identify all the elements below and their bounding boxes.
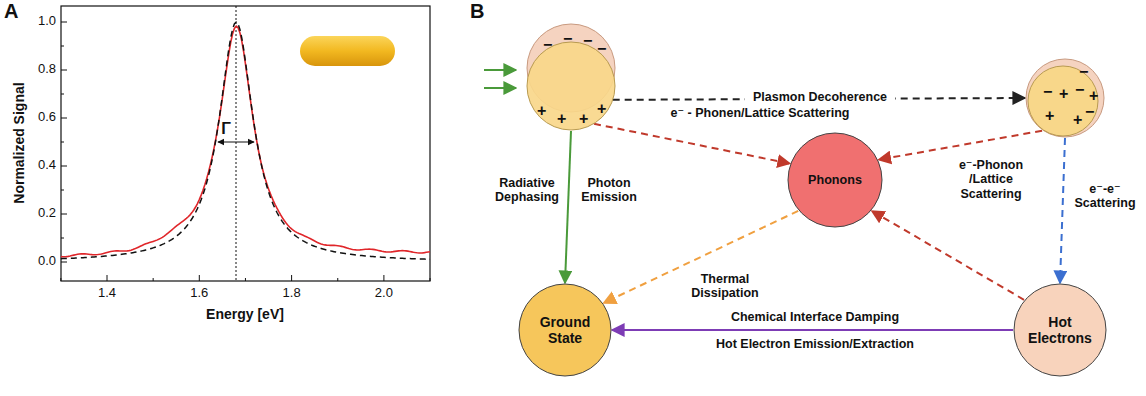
positive-charge: + bbox=[1045, 108, 1054, 124]
axis-ticks bbox=[61, 22, 430, 281]
tick-label: 1.0 bbox=[22, 14, 56, 29]
ion-lattice bbox=[527, 42, 615, 130]
negative-charge: − bbox=[563, 31, 572, 47]
y-tick bbox=[61, 94, 64, 95]
process-label: Photon Emission bbox=[577, 176, 641, 205]
tick-label: 1.8 bbox=[272, 286, 312, 301]
positive-charge: + bbox=[557, 111, 566, 127]
tick-label: 0.0 bbox=[22, 254, 56, 269]
negative-charge: − bbox=[1079, 64, 1088, 80]
y-tick bbox=[61, 166, 67, 167]
y-tick bbox=[61, 46, 64, 47]
connector bbox=[612, 329, 1013, 331]
circle-outline bbox=[1014, 284, 1106, 376]
x-tick bbox=[245, 278, 246, 281]
dephased-plasmon: −−+−+++− bbox=[1025, 58, 1105, 138]
panel-letter: B bbox=[470, 0, 492, 23]
negative-charge: − bbox=[1043, 84, 1052, 100]
tick-label: 1.4 bbox=[87, 286, 127, 301]
axis-title: Normalized Signal bbox=[11, 68, 27, 218]
plot-frame bbox=[61, 6, 430, 281]
state-circle: Ground State bbox=[518, 283, 612, 377]
measured-spectrum bbox=[61, 26, 430, 256]
positive-charge: + bbox=[1059, 86, 1068, 102]
connector-label: e⁻-Phonon /Lattice Scattering bbox=[945, 158, 1037, 201]
positive-charge: + bbox=[597, 101, 606, 117]
x-tick bbox=[291, 275, 292, 281]
positive-charge: + bbox=[1089, 88, 1098, 104]
x-tick bbox=[430, 278, 431, 281]
y-tick bbox=[61, 262, 67, 263]
node-label: Hot Electrons bbox=[1025, 314, 1095, 346]
positive-charge: + bbox=[579, 111, 588, 127]
state-circle: Hot Electrons bbox=[1013, 283, 1107, 377]
y-tick bbox=[61, 118, 67, 119]
circle-outline bbox=[519, 284, 611, 376]
connector bbox=[1060, 138, 1065, 283]
x-tick bbox=[337, 278, 338, 281]
y-tick bbox=[61, 214, 67, 215]
connector-label: Radiative Dephasing bbox=[492, 176, 562, 205]
electron-cloud bbox=[1026, 59, 1104, 137]
x-tick bbox=[383, 275, 384, 281]
tick-label: 1.6 bbox=[179, 286, 219, 301]
connector-label: e⁻-e⁻ Scattering bbox=[1072, 182, 1138, 211]
positive-charge: + bbox=[537, 103, 546, 119]
negative-charge: − bbox=[583, 33, 592, 49]
node-label: Ground State bbox=[530, 314, 600, 346]
connector bbox=[604, 211, 799, 303]
connector-label: e⁻ - Phonen/Lattice Scattering bbox=[640, 106, 880, 120]
circle-outline bbox=[788, 133, 882, 227]
tick-label: 2.0 bbox=[364, 286, 404, 301]
y-tick bbox=[61, 142, 64, 143]
connector-label: Plasmon Decoherence bbox=[745, 90, 895, 104]
connector bbox=[565, 131, 571, 283]
panel-letter: A bbox=[4, 0, 26, 23]
tick-label: 0.6 bbox=[22, 110, 56, 125]
tick-label: 0.2 bbox=[22, 206, 56, 221]
node-label: Phonons bbox=[793, 173, 877, 187]
peak-marker bbox=[236, 6, 237, 281]
state-circle: Phonons bbox=[787, 132, 883, 228]
nanorod bbox=[300, 36, 395, 66]
excitation-arrow bbox=[484, 69, 516, 71]
linewidth-arrow bbox=[218, 141, 254, 142]
connector bbox=[594, 124, 790, 164]
y-tick bbox=[61, 22, 67, 23]
axis-title: Energy [eV] bbox=[190, 306, 300, 322]
y-tick bbox=[61, 190, 64, 191]
lorentz-fit bbox=[61, 22, 430, 259]
linewidth-symbol: Γ bbox=[218, 120, 234, 138]
negative-charge: − bbox=[597, 41, 606, 57]
connector bbox=[879, 131, 1043, 160]
tick-label: 0.8 bbox=[22, 62, 56, 77]
x-tick bbox=[199, 275, 200, 281]
connector-label: Thermal Dissipation bbox=[680, 272, 770, 301]
positive-charge: + bbox=[1073, 112, 1082, 128]
x-tick bbox=[107, 275, 108, 281]
tick-label: 0.4 bbox=[22, 158, 56, 173]
connector-label: Chemical Interface Damping bbox=[700, 310, 930, 324]
negative-charge: − bbox=[543, 37, 552, 53]
excitation-arrow bbox=[484, 87, 516, 89]
y-tick bbox=[61, 70, 67, 71]
negative-charge: − bbox=[1075, 82, 1084, 98]
negative-charge: − bbox=[1085, 104, 1094, 120]
x-tick bbox=[60, 278, 61, 281]
y-tick bbox=[61, 238, 64, 239]
process-label: Hot Electron Emission/Extraction bbox=[690, 337, 940, 351]
x-tick bbox=[153, 278, 154, 281]
connector bbox=[872, 211, 1024, 300]
plasmon-dipole: −−−−++++ bbox=[525, 23, 617, 131]
